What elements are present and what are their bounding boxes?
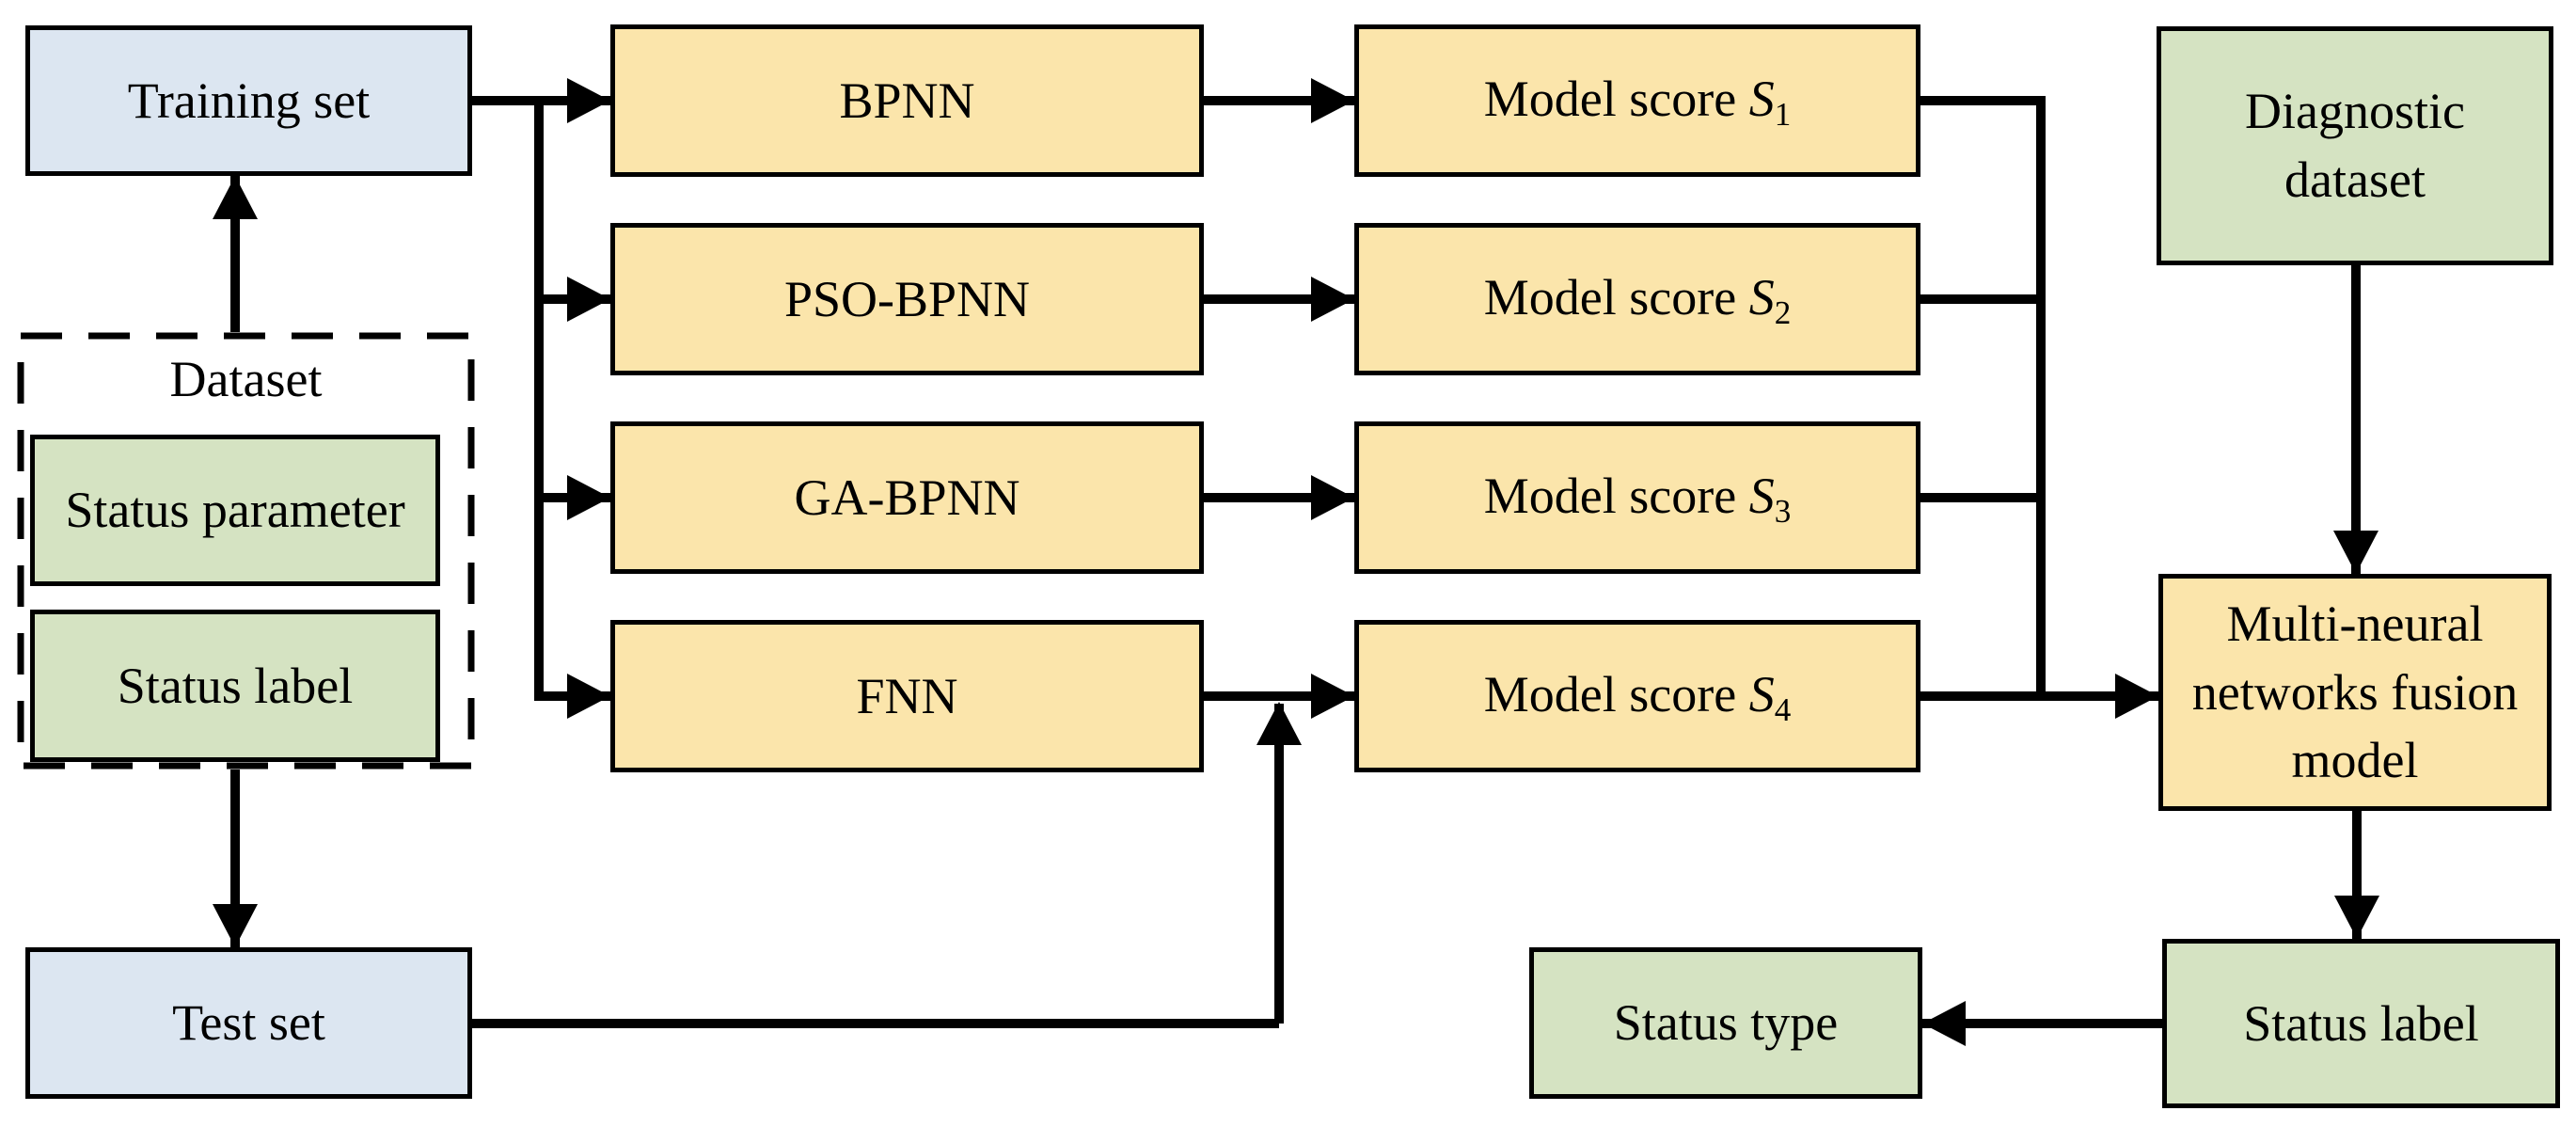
arrowhead-into-test-set: [213, 904, 258, 947]
node-training-set: Training set: [25, 25, 472, 176]
node-model-score-4: Model score S4: [1354, 620, 1920, 772]
score-symbol: S: [1748, 268, 1775, 325]
score-subscript: 2: [1774, 294, 1792, 331]
node-ga-bpnn: GA-BPNN: [610, 421, 1204, 574]
score-symbol: S: [1748, 665, 1775, 722]
score-symbol: S: [1748, 467, 1775, 524]
model-score-4-label: Model score S4: [1483, 665, 1792, 728]
arrowhead-into-ga-bpnn: [567, 475, 610, 520]
arrowhead-into-status-type: [1922, 1001, 1966, 1046]
node-status-label-input: Status label: [30, 610, 440, 762]
node-fusion-model: Multi-neural networks fusion model: [2158, 574, 2552, 811]
arrowhead-into-status-label: [2334, 896, 2379, 939]
connector-score2-stub: [1920, 294, 2046, 304]
score-subscript: 4: [1774, 690, 1792, 728]
arrowhead-into-pso-bpnn: [567, 277, 610, 322]
node-status-label-output: Status label: [2162, 939, 2560, 1108]
node-status-parameter: Status parameter: [30, 435, 440, 586]
connector-status-label-to-type: [1922, 1019, 2162, 1028]
connector-bpnn-to-score1: [1204, 96, 1354, 105]
connector-ga-bpnn-to-score3: [1204, 493, 1354, 502]
node-model-score-2: Model score S2: [1354, 223, 1920, 375]
connector-test-set-out: [472, 1019, 1279, 1028]
node-bpnn: BPNN: [610, 24, 1204, 177]
score-symbol: S: [1748, 70, 1775, 127]
arrowhead-into-fnn: [567, 674, 610, 719]
node-pso-bpnn: PSO-BPNN: [610, 223, 1204, 375]
arrowhead-into-fusion-model: [2115, 674, 2158, 719]
node-model-score-3: Model score S3: [1354, 421, 1920, 574]
connector-score3-stub: [1920, 493, 2046, 502]
connector-feeder-vertical: [534, 96, 544, 701]
arrowhead-into-bpnn: [567, 78, 610, 123]
node-status-type: Status type: [1529, 947, 1922, 1099]
model-score-3-label: Model score S3: [1483, 467, 1792, 530]
connector-score1-stub: [1920, 96, 2046, 105]
connector-diagnostic-to-fusion: [2351, 265, 2361, 574]
arrowhead-into-score3: [1311, 475, 1354, 520]
arrowhead-into-score4: [1311, 674, 1354, 719]
node-fnn: FNN: [610, 620, 1204, 772]
model-score-2-label: Model score S2: [1483, 268, 1792, 331]
dataset-group-dashed-border: [17, 332, 475, 770]
arrowhead-into-fusion-top: [2333, 531, 2378, 574]
connector-fnn-to-score4: [1204, 691, 1354, 701]
arrowhead-into-score2: [1311, 277, 1354, 322]
node-diagnostic-dataset: Diagnostic dataset: [2157, 26, 2553, 265]
connector-fusion-to-status-label: [2352, 811, 2362, 939]
score-subscript: 3: [1774, 492, 1792, 530]
node-model-score-1: Model score S1: [1354, 24, 1920, 177]
arrowhead-into-score1: [1311, 78, 1354, 123]
connector-score-collector-vertical: [2036, 96, 2046, 701]
arrowhead-test-into-score4-line: [1256, 702, 1302, 745]
connector-scores-to-fusion: [1920, 691, 2158, 701]
score-subscript: 1: [1774, 95, 1792, 133]
dataset-group-label: Dataset: [169, 351, 323, 407]
model-score-1-label: Model score S1: [1483, 70, 1792, 133]
connector-pso-bpnn-to-score2: [1204, 294, 1354, 304]
arrowhead-into-training-set: [213, 176, 258, 219]
node-test-set: Test set: [25, 947, 472, 1099]
connector-dataset-to-test: [230, 770, 240, 947]
connector-dataset-to-training: [230, 176, 240, 332]
connector-test-riser: [1274, 704, 1284, 1024]
